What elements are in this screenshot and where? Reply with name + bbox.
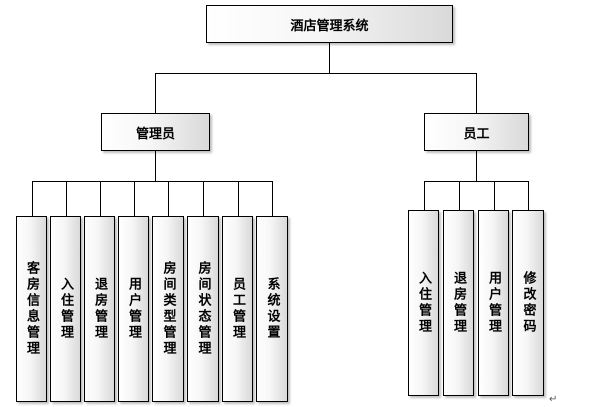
connector-admin-leaf-4 [134, 181, 135, 216]
leaf-label: 入住管理 [58, 277, 73, 341]
connector-staff-down [476, 151, 477, 181]
root-node-label: 酒店管理系统 [290, 18, 369, 34]
leaf-label: 客房信息管理 [24, 261, 39, 357]
leaf-label: 用户管理 [486, 271, 501, 335]
connector-staff-leaf-3 [494, 181, 495, 210]
admin-leaf-staff: 员工管理 [222, 216, 253, 402]
connector-admin-bar [32, 181, 273, 182]
connector-staff-leaf-2 [459, 181, 460, 210]
connector-admin-down [155, 151, 156, 181]
admin-leaf-user: 用户管理 [118, 216, 149, 402]
connector-admin-leaf-7 [238, 181, 239, 216]
connector-admin-leaf-6 [203, 181, 204, 216]
leaf-label: 退房管理 [451, 271, 466, 335]
admin-node-label: 管理员 [135, 126, 175, 142]
connector-level1-bar [155, 73, 477, 74]
connector-root-down [329, 43, 330, 73]
staff-node-label: 员工 [463, 126, 490, 142]
connector-admin-leaf-2 [66, 181, 67, 216]
connector-admin-leaf-5 [168, 181, 169, 216]
leaf-label: 入住管理 [416, 271, 431, 335]
leaf-label: 房间类型管理 [160, 261, 176, 357]
staff-leaf-user: 用户管理 [478, 210, 509, 396]
leaf-label: 房间状态管理 [195, 261, 211, 357]
staff-leaf-checkin: 入住管理 [408, 210, 439, 396]
connector-admin-leaf-1 [32, 181, 33, 216]
staff-leaf-checkout: 退房管理 [443, 210, 474, 396]
admin-leaf-room-info: 客房信息管理 [16, 216, 47, 402]
admin-node: 管理员 [101, 113, 210, 151]
leaf-label: 用户管理 [126, 277, 141, 341]
leaf-label: 员工管理 [230, 277, 245, 341]
leaf-label: 系统设置 [264, 277, 280, 341]
connector-admin-leaf-8 [272, 181, 273, 216]
staff-leaf-change-password: 修改密码 [512, 210, 544, 396]
staff-node: 员工 [424, 113, 529, 151]
admin-leaf-room-type: 房间类型管理 [152, 216, 184, 402]
connector-staff-leaf-1 [424, 181, 425, 210]
leaf-label: 修改密码 [520, 271, 536, 335]
paragraph-mark: ↵ [549, 394, 558, 405]
connector-admin-up [155, 73, 156, 113]
leaf-label: 退房管理 [92, 277, 107, 341]
connector-staff-leaf-4 [528, 181, 529, 210]
connector-admin-leaf-3 [100, 181, 101, 216]
connector-staff-bar [424, 181, 529, 182]
connector-staff-up [476, 73, 477, 113]
root-node: 酒店管理系统 [206, 5, 453, 43]
admin-leaf-room-status: 房间状态管理 [187, 216, 219, 402]
admin-leaf-settings: 系统设置 [256, 216, 288, 402]
admin-leaf-checkout: 退房管理 [84, 216, 115, 402]
admin-leaf-checkin: 入住管理 [50, 216, 81, 402]
